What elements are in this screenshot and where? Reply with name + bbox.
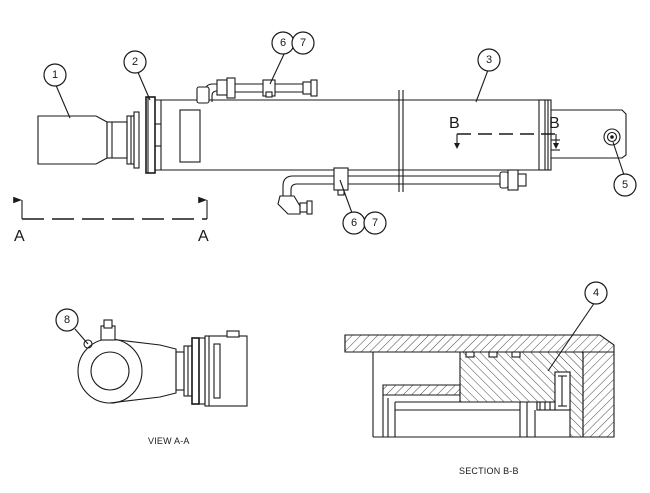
bottom-line-clip — [333, 167, 349, 191]
rod-eye-end-view — [77, 338, 143, 404]
callout-6-bottom: 6 — [342, 211, 366, 235]
cylinder-barrel — [155, 99, 549, 171]
svg-text:4: 4 — [593, 287, 599, 299]
barrel-label-plate — [179, 109, 201, 163]
view-a-a — [77, 319, 248, 407]
svg-text:6: 6 — [280, 37, 286, 49]
svg-text:7: 7 — [372, 217, 378, 229]
section-b-right-label: B — [549, 115, 560, 132]
head-end-view — [204, 335, 248, 407]
grease-fitting — [603, 128, 621, 146]
callout-7-top: 7 — [291, 31, 315, 55]
svg-text:3: 3 — [486, 54, 492, 66]
section-b-marker: B B — [449, 115, 560, 149]
svg-text:6: 6 — [351, 217, 357, 229]
bottom-hydraulic-line — [277, 167, 527, 215]
callout-3: 3 — [477, 48, 501, 72]
svg-text:8: 8 — [64, 314, 70, 326]
rod-eye — [37, 115, 108, 165]
piston-rod — [106, 121, 128, 159]
callout-2: 2 — [123, 50, 147, 74]
svg-text:2: 2 — [132, 56, 138, 68]
top-hydraulic-line — [196, 77, 318, 104]
callout-8: 8 — [55, 308, 79, 332]
guide-band — [382, 384, 461, 396]
cylinder-head — [145, 96, 156, 174]
section-b-b — [344, 334, 615, 438]
callout-5: 5 — [613, 173, 637, 197]
end-cap-section — [582, 351, 615, 438]
section-a-left-label: A — [14, 228, 25, 245]
svg-text:5: 5 — [622, 179, 628, 191]
svg-text:1: 1 — [52, 69, 58, 81]
tube-wall-section — [344, 334, 615, 353]
section-a-marker: A A — [13, 196, 209, 245]
section-b-left-label: B — [449, 115, 460, 132]
section-b-caption: SECTION B-B — [459, 466, 519, 476]
rod-section — [382, 395, 521, 437]
callout-1: 1 — [43, 63, 67, 87]
view-a-caption: VIEW A-A — [148, 436, 190, 446]
rear-clevis — [551, 109, 627, 159]
cylinder-assembly — [37, 77, 627, 215]
callout-7-bottom: 7 — [363, 211, 387, 235]
svg-text:7: 7 — [300, 37, 306, 49]
callout-4: 4 — [584, 281, 608, 305]
callout-6-top: 6 — [271, 31, 295, 55]
section-a-right-label: A — [198, 228, 209, 245]
